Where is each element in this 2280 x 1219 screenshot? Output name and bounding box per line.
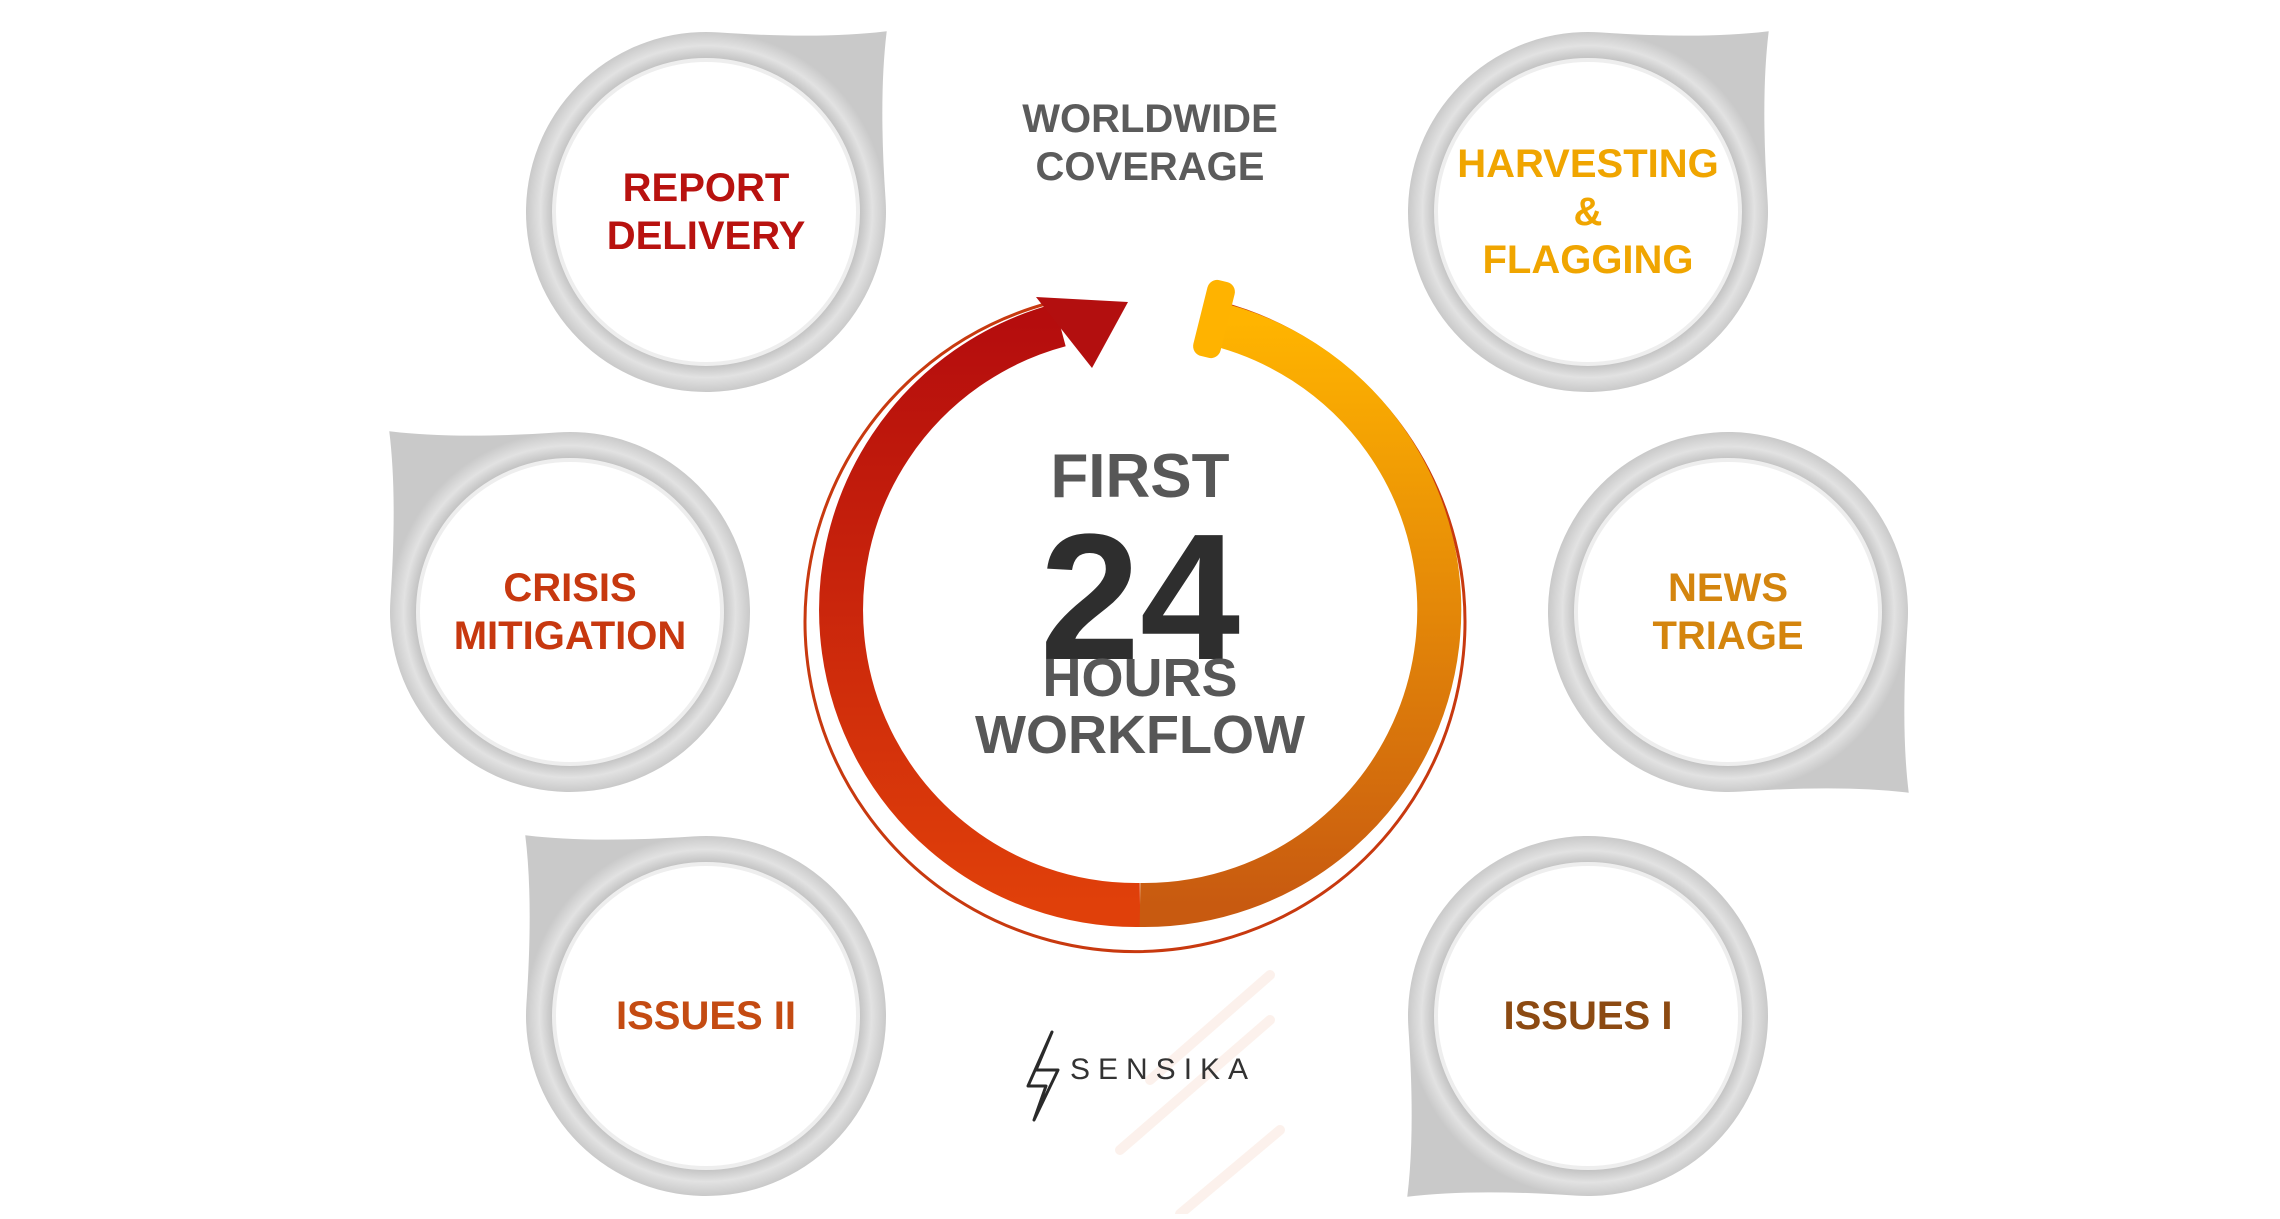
stage-label-line: & (1573, 190, 1603, 234)
center-hours-label: HOURS (1042, 648, 1238, 708)
center-workflow-label: WORKFLOW (975, 705, 1305, 766)
pin-inner-circle (1434, 58, 1742, 366)
pin-inner-circle (1574, 458, 1882, 766)
stage-label-line: HARVESTING (1457, 142, 1719, 186)
worldwide-coverage-label: WORLDWIDE COVERAGE (920, 95, 1380, 191)
stage-label-line: ISSUES II (615, 994, 797, 1038)
center-first-label: FIRST (1050, 442, 1230, 511)
stage-label-line: NEWS (1668, 566, 1788, 610)
stage-pin-crisis-mitigation (389, 431, 750, 792)
cycle-arrow (803, 279, 1467, 954)
pin-inner-circle (1434, 862, 1742, 1170)
top-note-line-2: COVERAGE (1035, 145, 1265, 189)
stage-pin-harvesting-flagging (1407, 31, 1769, 392)
stage-pin-issues-i (1407, 835, 1768, 1197)
stage-label-harvesting-flagging: HARVESTING&FLAGGING (1438, 140, 1738, 284)
arc-start-tab (1193, 279, 1235, 359)
center-number: 24 (1039, 497, 1241, 698)
decorative-stripes (1115, 970, 1285, 1219)
stage-pin-issues-ii (525, 835, 886, 1197)
pin-inner-circle (552, 862, 860, 1170)
center-subtitle: HOURS WORKFLOW (880, 648, 1400, 766)
stage-label-line: CRISIS (503, 566, 637, 610)
stage-label-line: MITIGATION (453, 614, 687, 658)
sensika-logo-icon (1026, 1030, 1060, 1122)
top-note-line-1: WORLDWIDE (1022, 97, 1278, 141)
orange-arc (1139, 300, 1462, 928)
stage-label-issues-i: ISSUES I (1438, 992, 1738, 1040)
stage-pins (389, 31, 1909, 1197)
stage-label-line: REPORT (622, 166, 790, 210)
arrow-head (1036, 297, 1128, 368)
stage-label-line: ISSUES I (1503, 994, 1673, 1038)
stage-pin-news-triage (1548, 432, 1909, 793)
stage-label-line: TRIAGE (1652, 614, 1804, 658)
outer-thin-ring (803, 301, 1467, 954)
red-arc (819, 303, 1141, 928)
stage-label-issues-ii: ISSUES II (556, 992, 856, 1040)
stage-label-line: FLAGGING (1482, 238, 1694, 282)
pin-inner-circle (416, 458, 724, 766)
brand-name: SENSIKA (1070, 1053, 1257, 1086)
stage-pin-report-delivery (526, 31, 887, 392)
stage-label-line: DELIVERY (606, 214, 806, 258)
pin-inner-circle (552, 58, 860, 366)
